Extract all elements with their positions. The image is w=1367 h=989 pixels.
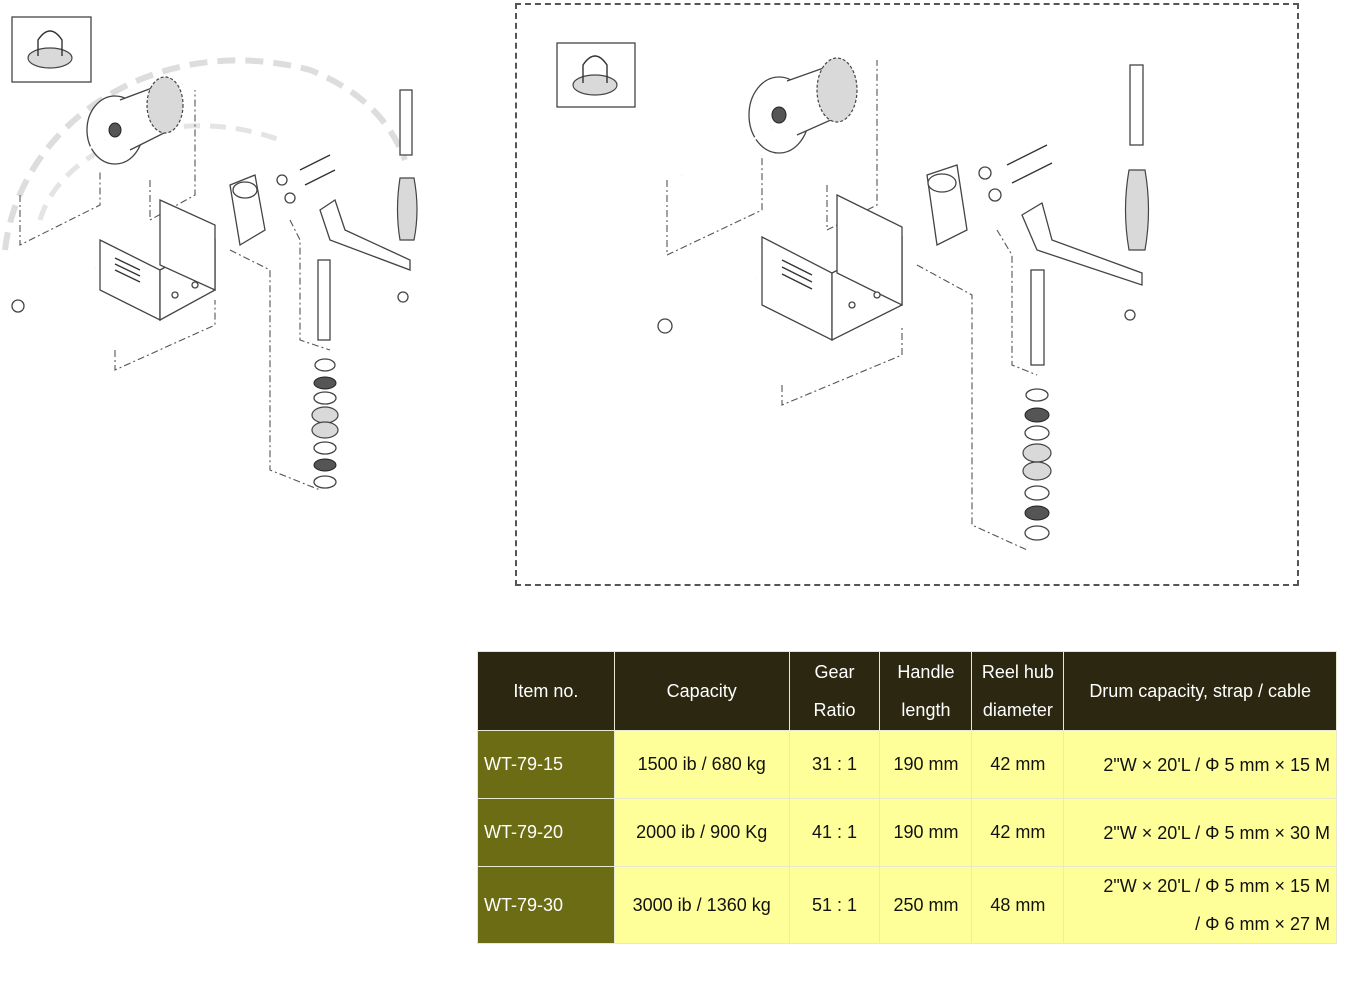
table-row: WT-79-20 2000 ib / 900 Kg 41 : 1 190 mm …	[477, 798, 1337, 867]
base-frame	[99, 198, 216, 322]
cell-drum-capacity: 2"W × 20'L / Φ 5 mm × 30 M	[1063, 798, 1337, 867]
cell-drum-capacity: 2"W × 20'L / Φ 5 mm × 15 M	[1063, 730, 1337, 799]
cell-reel-hub: 42 mm	[971, 730, 1065, 799]
diagram-frame	[515, 3, 1299, 586]
crank-handle	[1021, 64, 1150, 321]
base-frame	[761, 193, 903, 342]
cell-capacity: 1500 ib / 680 kg	[613, 730, 790, 799]
winch-exploded-diagram-left	[2, 16, 418, 491]
gear-stack	[1022, 388, 1052, 541]
drum-spool	[681, 57, 858, 177]
cell-reel-hub: 48 mm	[971, 866, 1065, 944]
hook-icon	[11, 16, 92, 83]
cell-reel-hub: 42 mm	[971, 798, 1065, 867]
cell-drum-capacity: 2"W × 20'L / Φ 5 mm × 15 M/ Φ 6 mm × 27 …	[1063, 866, 1337, 944]
cell-gear-ratio: 41 : 1	[788, 798, 881, 867]
cell-capacity: 2000 ib / 900 Kg	[613, 798, 790, 867]
header-capacity: Capacity	[613, 651, 790, 731]
header-item-no: Item no.	[477, 651, 615, 731]
cell-handle-length: 190 mm	[879, 798, 973, 867]
header-drum-capacity: Drum capacity, strap / cable	[1063, 651, 1337, 731]
cell-item-no: WT-79-15	[477, 730, 615, 799]
cell-gear-ratio: 31 : 1	[788, 730, 881, 799]
cell-item-no: WT-79-30	[477, 866, 615, 944]
cell-item-no: WT-79-20	[477, 798, 615, 867]
long-bolt	[657, 278, 758, 334]
cell-handle-length: 190 mm	[879, 730, 973, 799]
table-row: WT-79-15 1500 ib / 680 kg 31 : 1 190 mm …	[477, 730, 1337, 799]
drum-spool	[29, 76, 184, 182]
cell-handle-length: 250 mm	[879, 866, 973, 944]
cell-gear-ratio: 51 : 1	[788, 866, 881, 944]
table-row: WT-79-30 3000 ib / 1360 kg 51 : 1 250 mm…	[477, 866, 1337, 944]
long-bolt	[11, 266, 96, 313]
winch-exploded-diagram-right	[556, 42, 1150, 551]
cell-capacity: 3000 ib / 1360 kg	[613, 866, 790, 944]
gear-stack	[311, 358, 339, 489]
hook-icon	[556, 42, 636, 108]
crank-handle	[319, 89, 418, 303]
